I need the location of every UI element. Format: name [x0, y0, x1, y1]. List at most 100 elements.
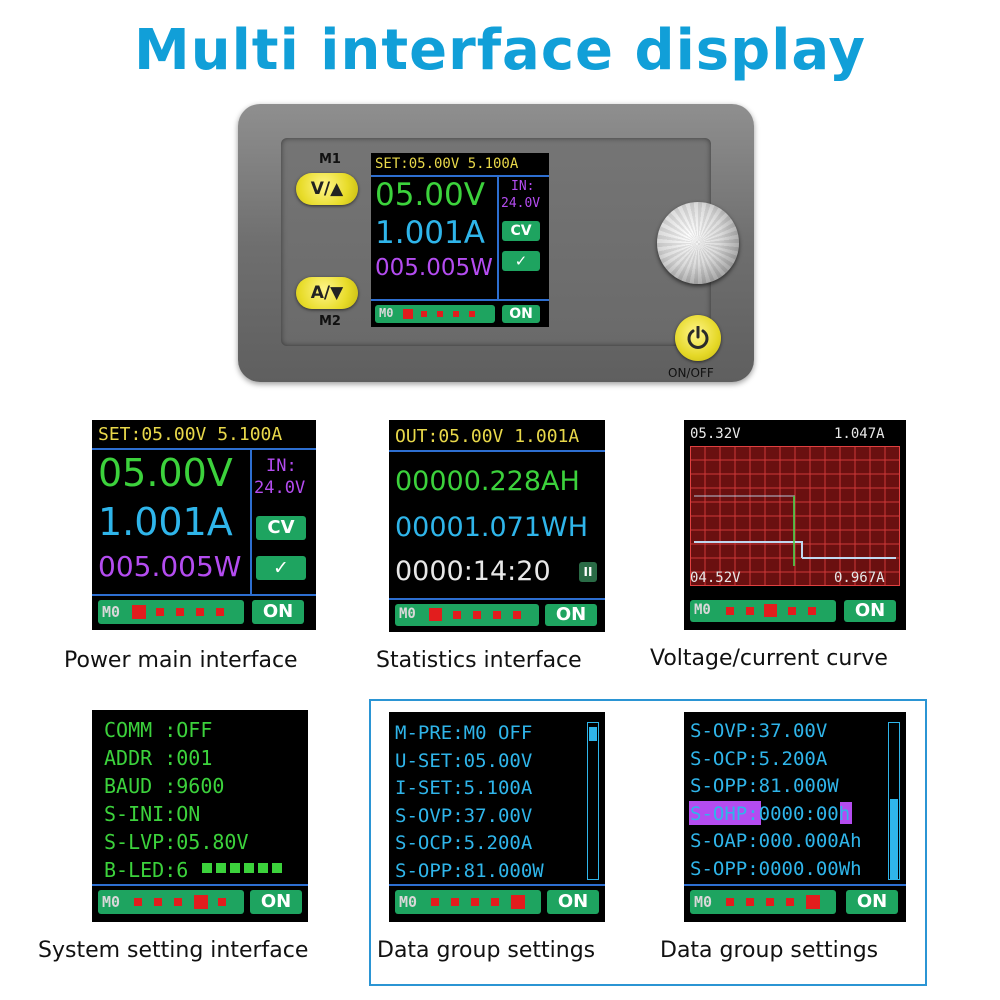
- current-down-button[interactable]: A/▼: [296, 277, 358, 309]
- setting-row: M-PRE:M0 OFF: [395, 722, 533, 744]
- input-label: IN:: [266, 456, 297, 476]
- memory-slot: [473, 611, 481, 619]
- memory-bar: M0: [375, 305, 495, 323]
- divider: [684, 884, 906, 886]
- watt-hours-readout: 00001.071WH: [395, 512, 589, 543]
- current-readout: 1.001A: [375, 215, 485, 251]
- memory-label: M0: [399, 606, 416, 622]
- scrollbar[interactable]: [587, 722, 599, 880]
- memory-label: M0: [694, 893, 713, 911]
- backlight-step: [230, 863, 240, 873]
- output-on-badge: ON: [252, 600, 304, 624]
- setting-row: S-OCP:5.200A: [690, 747, 828, 770]
- selected-row-highlight: [689, 801, 761, 825]
- power-supply-device: M1 V/▲ A/▼ M2 SET:05.00V 5.100A 05.00V 1…: [238, 104, 754, 382]
- divider: [371, 175, 549, 177]
- m1-label: M1: [319, 152, 341, 167]
- setting-row: BAUD :9600: [104, 774, 225, 798]
- setting-row: U-SET:05.00V: [395, 749, 533, 772]
- set-line: SET:05.00V 5.100A: [375, 156, 519, 172]
- output-on-badge: ON: [250, 890, 302, 914]
- setting-row: S-OPP:0000.00Wh: [690, 857, 862, 880]
- memory-slot: [746, 898, 754, 906]
- memory-bar: M0: [395, 890, 541, 914]
- memory-slot: [174, 898, 182, 906]
- current-max-label: 1.047A: [834, 426, 885, 442]
- divider: [389, 884, 605, 886]
- output-on-badge: ON: [844, 600, 896, 622]
- caption-data-group-1: Data group settings: [377, 938, 596, 963]
- elapsed-time-readout: 0000:14:20: [395, 556, 551, 587]
- divider: [92, 884, 308, 886]
- memory-slot: [726, 898, 734, 906]
- memory-label: M0: [102, 893, 121, 911]
- memory-slot: [421, 311, 427, 317]
- backlight-step: [272, 863, 282, 873]
- memory-slot: [764, 604, 777, 617]
- edit-cursor: [840, 802, 852, 824]
- scrollbar[interactable]: [888, 722, 900, 880]
- memory-slot: [511, 895, 525, 909]
- voltage-up-button[interactable]: V/▲: [296, 173, 358, 205]
- setting-row: S-LVP:05.80V: [104, 830, 249, 854]
- memory-slot: [453, 311, 459, 317]
- memory-slot: [766, 898, 774, 906]
- caption-data-group-2: Data group settings: [660, 938, 879, 963]
- memory-slot: [134, 898, 142, 906]
- output-on-badge: ON: [502, 305, 540, 323]
- curve-plot: [690, 446, 900, 586]
- amp-hours-readout: 00000.228AH: [395, 466, 580, 497]
- setting-row: S-OAP:000.000Ah: [690, 830, 862, 852]
- memory-slot: [493, 611, 501, 619]
- memory-slot: [451, 898, 459, 906]
- setting-row: COMM :OFF: [104, 718, 213, 742]
- scrollbar-thumb[interactable]: [890, 799, 898, 879]
- memory-slot: [132, 605, 146, 619]
- scrollbar-thumb[interactable]: [589, 727, 597, 741]
- setting-row: S-OCP:5.200A: [395, 832, 533, 854]
- setting-row: S-OPP:81.000W: [690, 775, 839, 797]
- setting-row: S-OPP:81.000W: [395, 859, 544, 882]
- caption-main: Power main interface: [64, 648, 298, 673]
- caption-curve: Voltage/current curve: [650, 646, 888, 671]
- main-interface-screen: SET:05.00V 5.100A 05.00V 1.001A 005.005W…: [92, 420, 316, 630]
- setting-row: I-SET:5.100A: [395, 777, 533, 799]
- onoff-label: ON/OFF: [668, 366, 714, 380]
- caption-statistics: Statistics interface: [376, 648, 582, 673]
- memory-slot: [431, 898, 439, 906]
- divider: [389, 450, 605, 452]
- device-lcd: SET:05.00V 5.100A 05.00V 1.001A 005.005W…: [371, 153, 549, 327]
- check-icon: ✓: [502, 251, 540, 271]
- memory-slot: [194, 895, 208, 909]
- backlight-step: [216, 863, 226, 873]
- divider: [92, 594, 316, 596]
- power-readout: 005.005W: [98, 550, 242, 583]
- memory-bar: M0: [690, 600, 836, 622]
- setting-row: ADDR :001: [104, 746, 213, 770]
- curve-screen: 05.32V 1.047A 04.52V 0.967A M0 ON: [684, 420, 906, 630]
- adjustment-knob[interactable]: [657, 202, 739, 284]
- memory-slot: [156, 608, 164, 616]
- voltage-readout: 05.00V: [375, 177, 485, 213]
- input-voltage: 24.0V: [501, 196, 541, 211]
- memory-slot: [491, 898, 499, 906]
- cv-badge: CV: [256, 516, 306, 540]
- output-on-badge: ON: [547, 890, 599, 914]
- memory-slot: [403, 309, 413, 319]
- pause-icon: II: [579, 562, 597, 582]
- setting-row: B-LED:6: [104, 858, 189, 882]
- memory-slot: [218, 898, 226, 906]
- memory-slot: [806, 895, 820, 909]
- input-label: IN:: [511, 179, 535, 194]
- divider: [389, 598, 605, 600]
- memory-slot: [513, 611, 521, 619]
- power-button[interactable]: [675, 315, 721, 361]
- backlight-step: [258, 863, 268, 873]
- current-readout: 1.001A: [98, 500, 233, 544]
- memory-slot: [176, 608, 184, 616]
- memory-slot: [437, 311, 443, 317]
- memory-slot: [746, 607, 754, 615]
- divider: [371, 299, 549, 301]
- memory-slot: [808, 607, 816, 615]
- backlight-step: [244, 863, 254, 873]
